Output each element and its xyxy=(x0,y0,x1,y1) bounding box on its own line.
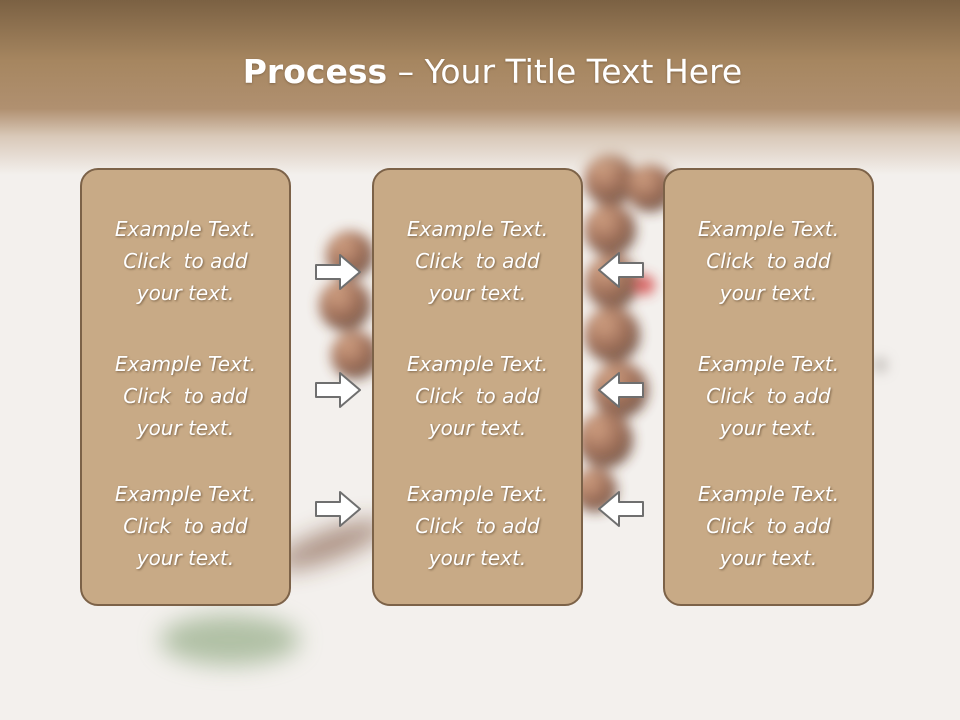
text-block[interactable]: Example Text. Click to add your text. xyxy=(374,213,581,309)
text-block[interactable]: Example Text. Click to add your text. xyxy=(82,478,289,574)
text-line: Example Text. xyxy=(114,482,257,506)
text-block[interactable]: Example Text. Click to add your text. xyxy=(665,213,872,309)
header-band xyxy=(0,0,960,175)
text-line: your text. xyxy=(719,281,818,305)
text-line: Click to add xyxy=(123,249,248,273)
text-line: your text. xyxy=(428,546,527,570)
text-line: Example Text. xyxy=(406,352,549,376)
text-line: Example Text. xyxy=(406,217,549,241)
right-arrow-icon xyxy=(315,254,361,290)
left-column-box[interactable]: Example Text. Click to add your text. Ex… xyxy=(80,168,291,606)
text-line: your text. xyxy=(719,416,818,440)
text-line: Click to add xyxy=(123,514,248,538)
text-line: Click to add xyxy=(706,249,831,273)
text-line: Click to add xyxy=(123,384,248,408)
text-line: Click to add xyxy=(415,249,540,273)
title-bold: Process xyxy=(242,52,388,91)
text-line: Example Text. xyxy=(697,217,840,241)
right-column-box[interactable]: Example Text. Click to add your text. Ex… xyxy=(663,168,874,606)
left-arrow-icon xyxy=(598,252,644,288)
text-line: your text. xyxy=(428,281,527,305)
text-line: your text. xyxy=(136,416,235,440)
text-block[interactable]: Example Text. Click to add your text. xyxy=(665,478,872,574)
right-arrow-icon xyxy=(315,491,361,527)
text-line: your text. xyxy=(136,546,235,570)
text-line: your text. xyxy=(719,546,818,570)
middle-column-box[interactable]: Example Text. Click to add your text. Ex… xyxy=(372,168,583,606)
text-line: Example Text. xyxy=(406,482,549,506)
text-line: Click to add xyxy=(415,384,540,408)
left-arrow-icon xyxy=(598,491,644,527)
text-block[interactable]: Example Text. Click to add your text. xyxy=(374,348,581,444)
text-block[interactable]: Example Text. Click to add your text. xyxy=(82,348,289,444)
title-rest: – Your Title Text Here xyxy=(387,52,743,91)
right-arrow-icon xyxy=(315,372,361,408)
text-line: your text. xyxy=(428,416,527,440)
text-line: Example Text. xyxy=(114,352,257,376)
text-line: Click to add xyxy=(706,384,831,408)
text-line: Example Text. xyxy=(697,352,840,376)
text-line: Click to add xyxy=(415,514,540,538)
text-block[interactable]: Example Text. Click to add your text. xyxy=(374,478,581,574)
text-line: your text. xyxy=(136,281,235,305)
text-block[interactable]: Example Text. Click to add your text. xyxy=(665,348,872,444)
text-line: Example Text. xyxy=(114,217,257,241)
text-line: Click to add xyxy=(706,514,831,538)
text-line: Example Text. xyxy=(697,482,840,506)
text-block[interactable]: Example Text. Click to add your text. xyxy=(82,213,289,309)
slide-title[interactable]: Process – Your Title Text Here xyxy=(0,52,960,91)
left-arrow-icon xyxy=(598,372,644,408)
